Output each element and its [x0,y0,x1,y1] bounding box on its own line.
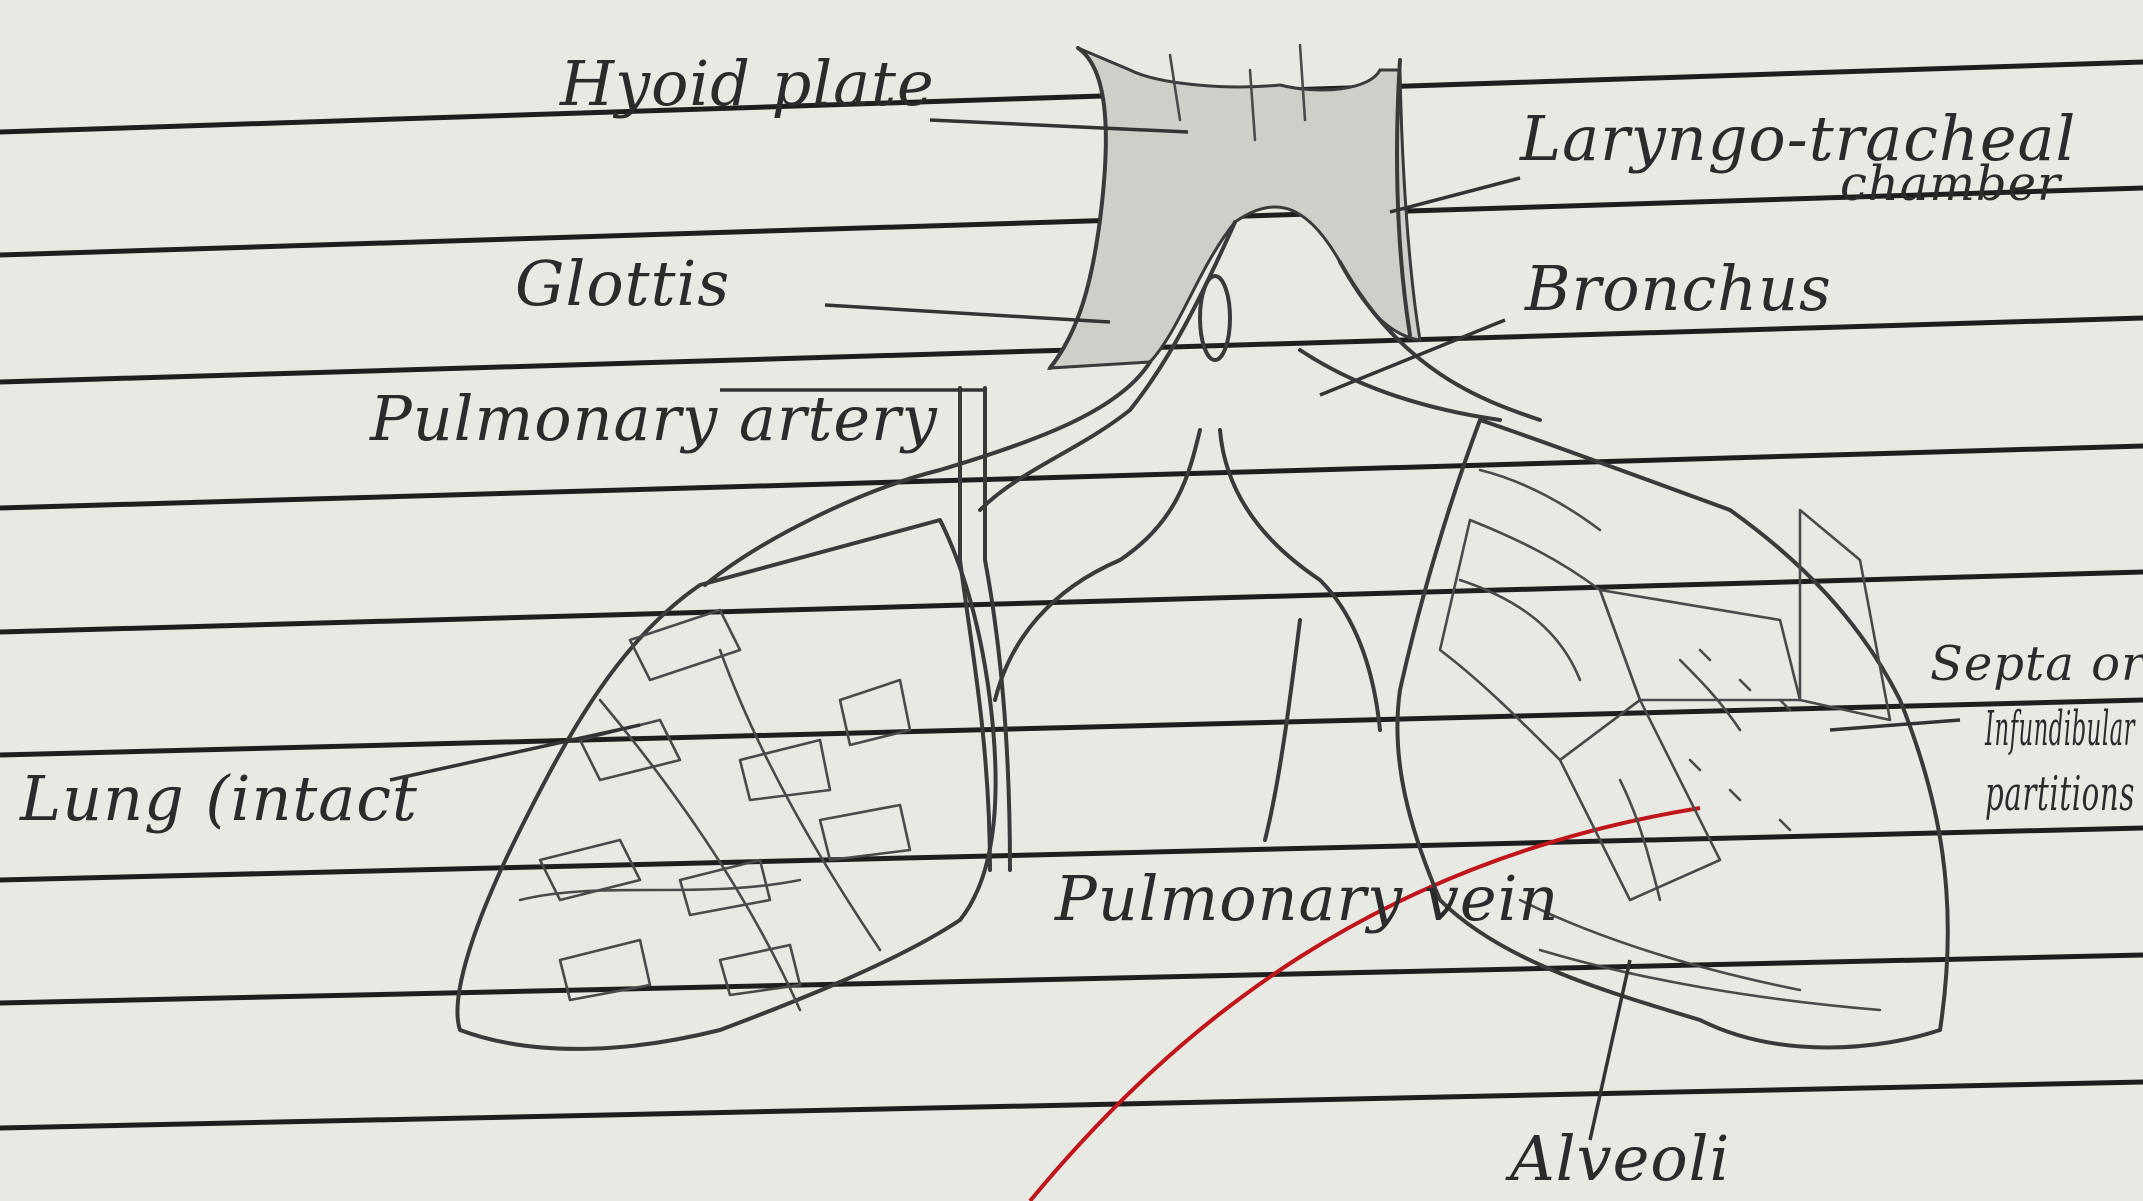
laryngo-tracheal-chamber [1050,45,1420,368]
leader-septa [1830,720,1960,730]
label-chamber: chamber [1840,156,2063,212]
ruled-lines [0,62,2143,1128]
vessel-branch [1265,620,1300,840]
right-lung [1397,420,1947,1048]
label-glottis: Glottis [515,247,730,320]
leader-glottis [825,305,1110,322]
label-alveoli: Alveoli [1505,1122,1730,1195]
left-lung-outline [458,520,996,1049]
left-lung-lattice [520,610,910,1010]
left-lung [458,520,996,1049]
right-lung-outline [1397,420,1947,1048]
label-septa-line-2: Infundibular [1985,701,2136,757]
label-lung-intact: Lung (intact [19,762,418,835]
pulmonary-vein-vessel [995,430,1200,700]
rule-line [0,1082,2143,1128]
rule-line [0,188,2143,255]
label-pulmonary-vein: Pulmonary vein [1054,862,1559,935]
label-pulmonary-artery: Pulmonary artery [369,382,938,455]
right-bronchus [1300,350,1500,420]
label-septa-line-1: Septa or [1930,636,2143,692]
rule-line [0,446,2143,508]
pulmonary-vein-right [1220,430,1380,730]
label-hyoid-plate: Hyoid plate [559,47,935,120]
rule-line [0,572,2143,632]
rule-line [0,700,2143,755]
label-bronchus: Bronchus [1524,252,1832,325]
leader-lung-intact [390,725,640,780]
vessels [960,388,1380,870]
label-septa-line-3: partitions [1985,766,2135,822]
rule-line [0,955,2143,1003]
